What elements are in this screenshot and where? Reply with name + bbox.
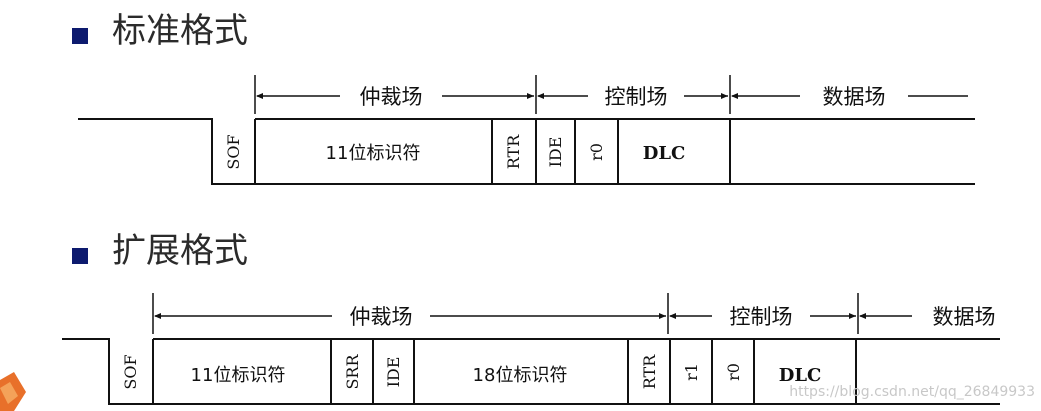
extended-control-label: 控制场 bbox=[730, 305, 793, 329]
extended-ide-field: IDE bbox=[384, 357, 403, 388]
extended-data-label: 数据场 bbox=[933, 305, 996, 329]
extended-identifier-ext-field: 18位标识符 bbox=[473, 365, 568, 386]
watermark-text: https://blog.csdn.net/qq_26849933 bbox=[789, 384, 1035, 400]
standard-bullet-icon bbox=[72, 28, 88, 44]
standard-diagram bbox=[78, 75, 975, 185]
extended-identifier-base-field: 11位标识符 bbox=[191, 365, 286, 386]
standard-dlc-field: DLC bbox=[643, 143, 686, 164]
extended-bullet-icon bbox=[72, 248, 88, 264]
extended-diagram bbox=[62, 293, 1000, 405]
extended-arbitration-label: 仲裁场 bbox=[350, 305, 413, 329]
extended-r0-field: r0 bbox=[724, 363, 743, 381]
standard-identifier-field: 11位标识符 bbox=[326, 143, 421, 164]
standard-rtr-field: RTR bbox=[504, 134, 523, 169]
extended-sof-field: SOF bbox=[121, 354, 140, 389]
extended-title: 扩展格式 bbox=[112, 231, 248, 271]
extended-srr-field: SRR bbox=[343, 354, 362, 390]
standard-title: 标准格式 bbox=[112, 11, 248, 51]
standard-data-label: 数据场 bbox=[823, 85, 886, 109]
logo-icon bbox=[0, 372, 26, 411]
extended-rtr-field: RTR bbox=[640, 354, 659, 389]
extended-r1-field: r1 bbox=[682, 363, 701, 381]
standard-ide-field: IDE bbox=[546, 137, 565, 168]
standard-control-label: 控制场 bbox=[605, 85, 668, 109]
standard-r0-field: r0 bbox=[587, 143, 606, 161]
extended-dlc-field: DLC bbox=[779, 365, 822, 386]
standard-sof-field: SOF bbox=[224, 134, 243, 169]
standard-arbitration-label: 仲裁场 bbox=[360, 85, 423, 109]
